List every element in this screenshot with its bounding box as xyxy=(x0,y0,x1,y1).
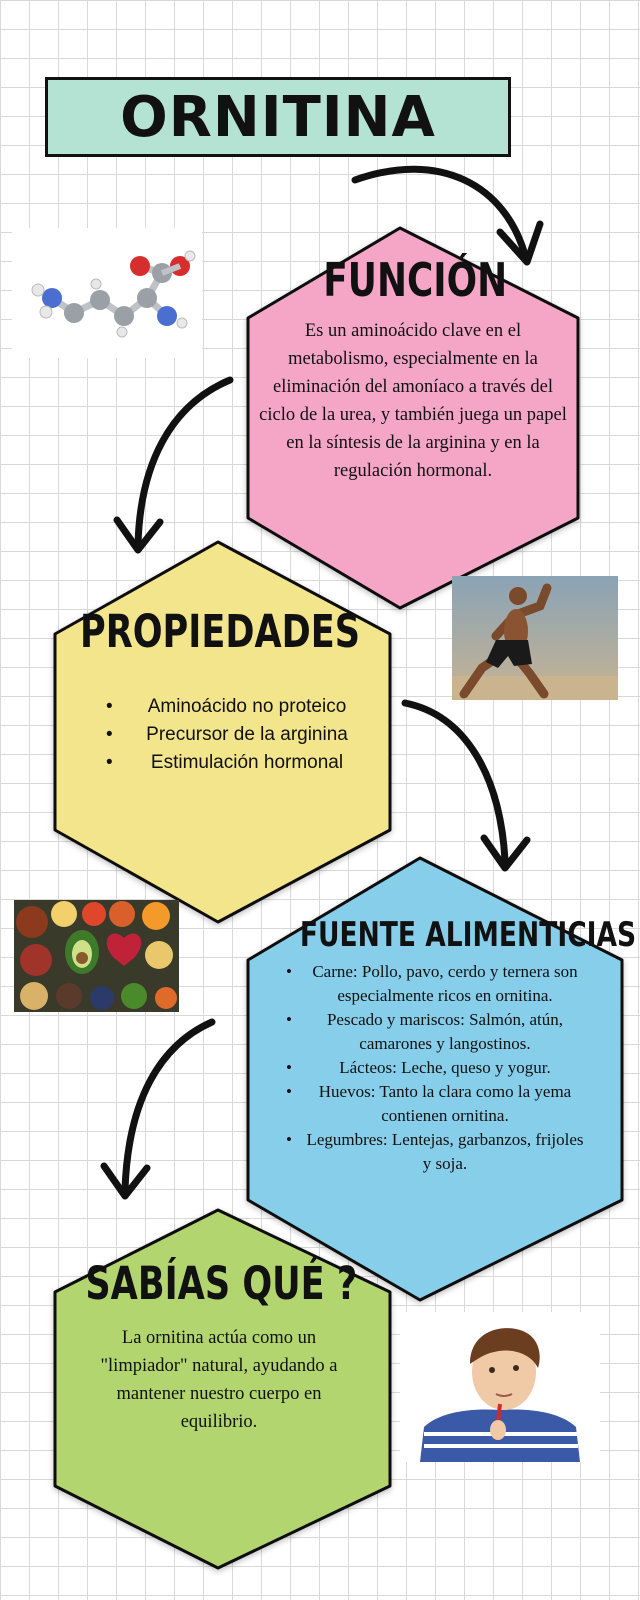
molecule-image xyxy=(12,228,202,358)
funcion-hexagon xyxy=(246,226,580,610)
funcion-text: Es un aminoácido clave en el metabolismo… xyxy=(259,321,567,481)
list-item: Precursor de la arginina xyxy=(76,721,376,749)
runner-image xyxy=(452,576,618,700)
funcion-heading: FUNCIÓN xyxy=(323,253,508,307)
page-title: ORNITINA xyxy=(120,84,436,150)
arrow-4 xyxy=(100,1018,216,1200)
list-item: Huevos: Tanto la clara como la yema cont… xyxy=(284,1080,586,1128)
list-item: Pescado y mariscos: Salmón, atún, camaro… xyxy=(284,1008,586,1056)
sabias-text: La ornitina actúa como un "limpiador" na… xyxy=(100,1328,338,1432)
propiedades-list: Aminoácido no proteico Precursor de la a… xyxy=(76,693,376,777)
arrow-3 xyxy=(401,699,531,872)
arrow-2 xyxy=(113,376,234,554)
fuentes-list: Carne: Pollo, pavo, cerdo y ternera son … xyxy=(284,960,586,1176)
food-image xyxy=(14,900,179,1012)
list-item: Lácteos: Leche, queso y yogur. xyxy=(284,1056,586,1080)
title-banner: ORNITINA xyxy=(45,77,511,157)
thinking-boy-image xyxy=(400,1312,600,1462)
list-item: Aminoácido no proteico xyxy=(76,693,376,721)
list-item: Carne: Pollo, pavo, cerdo y ternera son … xyxy=(284,960,586,1008)
fuentes-heading: FUENTE ALIMENTICIAS xyxy=(299,915,637,955)
arrow-1 xyxy=(351,165,544,266)
propiedades-heading: PROPIEDADES xyxy=(79,605,361,658)
list-item: Estimulación hormonal xyxy=(76,749,376,777)
sabias-heading: SABÍAS QUÉ ? xyxy=(85,1257,358,1310)
list-item: Legumbres: Lentejas, garbanzos, frijoles… xyxy=(284,1128,586,1176)
sabias-hexagon xyxy=(53,1208,392,1570)
